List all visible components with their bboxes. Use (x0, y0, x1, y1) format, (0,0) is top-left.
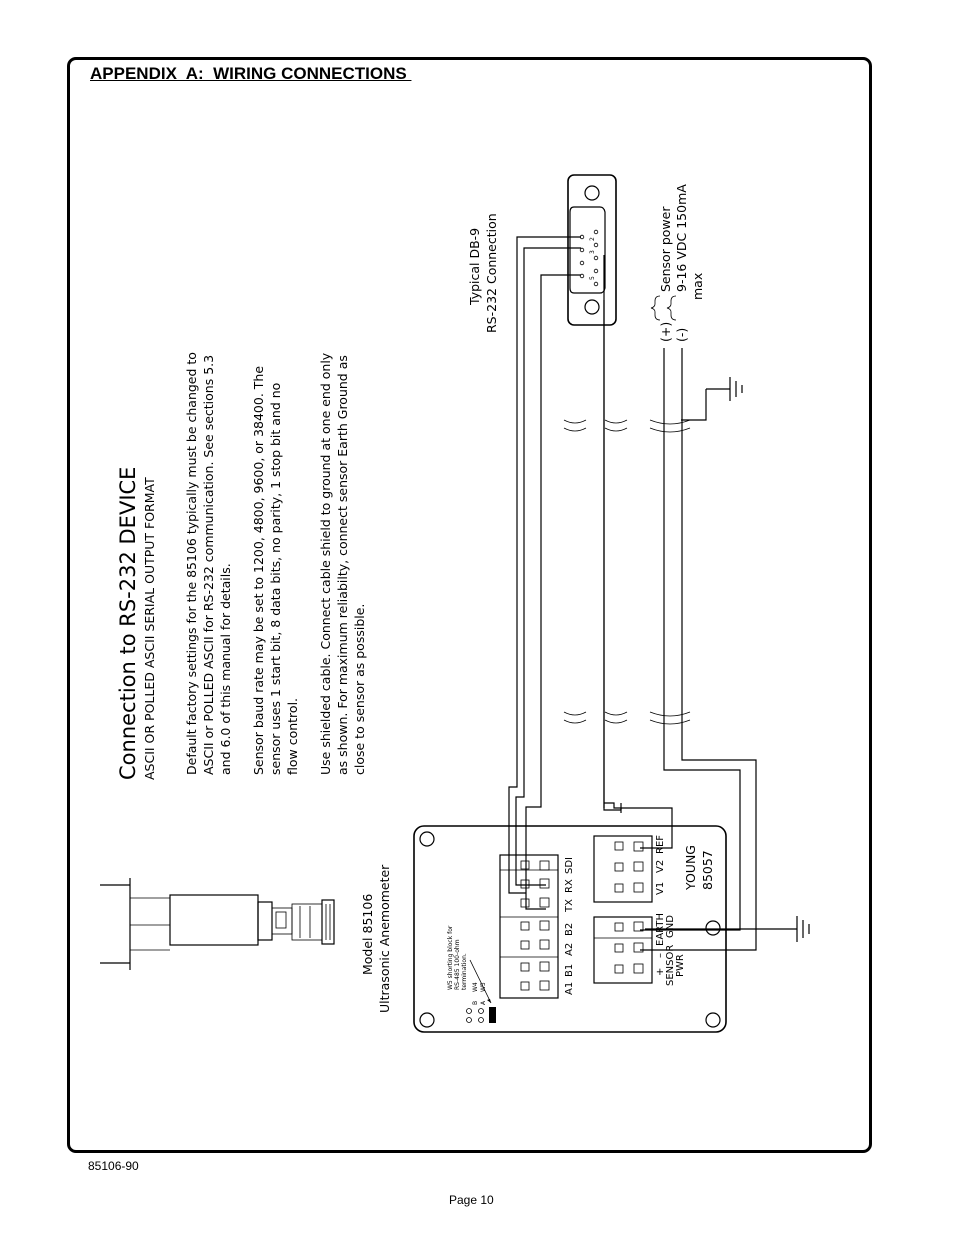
model-line2: Ultrasonic Anemometer (377, 864, 392, 1013)
note-line: Sensor baud rate may be set to 1200, 480… (251, 366, 266, 775)
db9-pin-label: 5 (589, 276, 596, 280)
jumper-note-line3: termination. (461, 953, 468, 990)
terminal-label-plus: + (655, 968, 666, 976)
model-line1: Model 85106 (360, 894, 375, 975)
terminal-label-minus: – (655, 953, 666, 958)
ground-icon (729, 377, 743, 401)
terminal-label-sdi: SDI (564, 857, 575, 874)
power-label-line3: max (690, 273, 705, 300)
terminal-label-sensor: SENSOR (665, 945, 676, 986)
diagram-subtitle: ASCII OR POLLED ASCII SERIAL OUTPUT FORM… (142, 477, 157, 780)
note-line: sensor uses 1 start bit, 8 data bits, no… (268, 383, 283, 775)
terminal-block-analog (593, 835, 653, 903)
note-line: Use shielded cable. Connect cable shield… (318, 352, 333, 775)
page-number: Page 10 (449, 1193, 494, 1207)
jumper-note-line1: W5 shorting block for (447, 925, 454, 990)
rs232-cable (508, 236, 673, 910)
db9-pin-label: 2 (589, 237, 596, 241)
brace-icon (650, 295, 661, 321)
terminal-label-rx: RX (564, 879, 575, 893)
note-line: as shown. For maximum reliabilty, connec… (335, 355, 350, 775)
note-line: ASCII or POLLED ASCII for RS-232 communi… (201, 355, 216, 775)
note-line: Default factory settings for the 85106 t… (184, 352, 199, 775)
terminal-label-b1: B1 (564, 964, 575, 977)
jumper-note-line2: RS-485 100-ohm (454, 939, 461, 990)
anemometer-icon (100, 878, 335, 970)
terminal-block-rs485-rs232 (499, 854, 559, 999)
note-line: and 6.0 of this manual for details. (218, 563, 233, 775)
terminal-label-pwr: PWR (675, 954, 686, 977)
terminal-label-v2: V2 (655, 860, 666, 873)
terminal-label-gnd: GND (665, 915, 676, 938)
power-label-line2: 9-16 VDC 150mA (674, 184, 689, 292)
terminal-label-tx: TX (564, 899, 575, 913)
terminal-label-a1: A1 (564, 982, 575, 995)
brace-icon (666, 295, 677, 321)
jumper-label: B (472, 1001, 479, 1005)
terminal-screws (520, 860, 550, 991)
diagram-title: Connection to RS-232 DEVICE (116, 467, 140, 780)
cable-break-marks (563, 419, 691, 725)
appendix-title: APPENDIX A: WIRING CONNECTIONS (90, 64, 412, 83)
ground-icon (796, 916, 810, 942)
power-label-line1: Sensor power (658, 206, 673, 292)
earth-wire (645, 928, 797, 930)
terminal-label-v1: V1 (655, 882, 666, 895)
terminal-label-b2: B2 (564, 923, 575, 936)
note-line: close to sensor as possible. (352, 604, 367, 775)
terminal-label-a2: A2 (564, 943, 575, 956)
jumper-label: W4 (472, 982, 479, 992)
board-name-line1: YOUNG (683, 845, 698, 891)
power-minus-label: (-) (674, 328, 689, 342)
power-cable (640, 348, 757, 951)
db9-label-line1: Typical DB-9 (467, 228, 482, 306)
db9-connector: 5 3 2 (567, 174, 617, 326)
document-number: 85106-90 (88, 1159, 139, 1173)
power-plus-label: (+) (658, 322, 673, 342)
jumper-label: A (480, 1000, 487, 1005)
db9-label-line2: RS-232 Connection (484, 213, 499, 333)
board-name-line2: 85057 (700, 850, 715, 890)
db9-pin-label: 3 (589, 250, 596, 254)
page-frame (67, 57, 872, 1153)
jumper-w5: B W4 A W5 (466, 959, 496, 1023)
terminal-label-ref: REF (655, 835, 666, 854)
note-line: flow control. (285, 698, 300, 775)
